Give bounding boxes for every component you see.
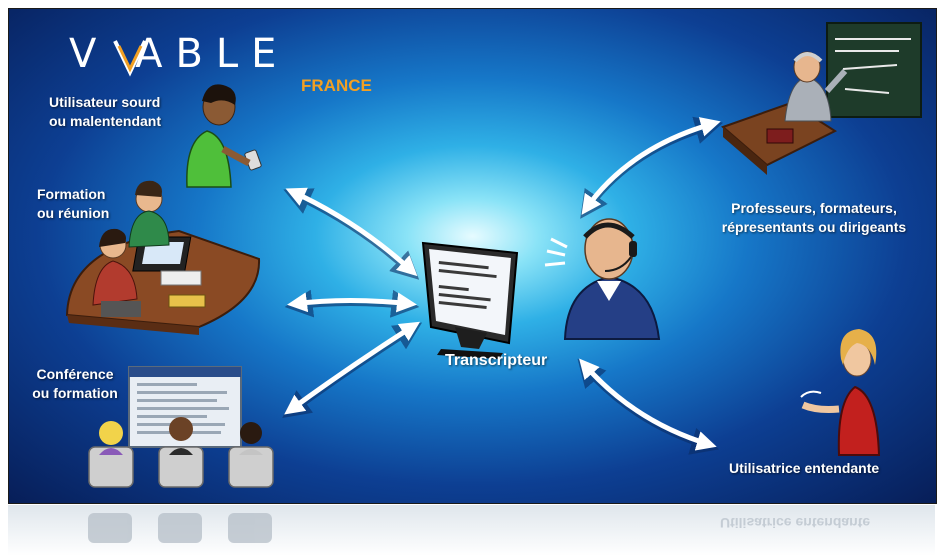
teacher-chalkboard-illustration [721,22,922,175]
deaf-user-illustration [186,84,262,188]
label-conference: Conférence ou formation [32,366,118,401]
conference-audience-illustration [88,366,274,488]
arrow-hearing-user [579,358,717,451]
arrow-teachers [581,117,721,215]
transcriber-headset-illustration [544,218,661,340]
arrow-deaf-user [285,187,418,277]
hearing-woman-illustration [800,329,881,456]
label-training-meeting: Formation ou réunion [37,186,110,221]
label-transcriber: Transcripteur [445,352,548,369]
diagram-artwork [65,22,922,488]
label-hearing-user: Utilisatrice entendante [729,460,880,476]
arrow-conference [284,321,421,415]
reflection-art [88,513,272,543]
logo-viable: V ABLE [69,31,290,77]
logo-mark-icon [113,40,147,77]
logo-france: FRANCE [301,76,372,95]
monitor-illustration [421,241,519,359]
meeting-table-illustration [65,180,261,335]
arrows [282,116,724,455]
label-teachers: Professeurs, formateurs, répresentants o… [721,200,907,235]
reflection-label: Utilisatrice entendante [720,515,871,531]
arrow-meeting [287,292,417,313]
mirror-reflection: Utilisatrice entendante [8,505,935,556]
label-deaf-user: Utilisateur sourd ou malentendant [49,94,162,129]
diagram-frame: V ABLE FRANCE Utilisateur sourd ou malen… [8,8,937,504]
